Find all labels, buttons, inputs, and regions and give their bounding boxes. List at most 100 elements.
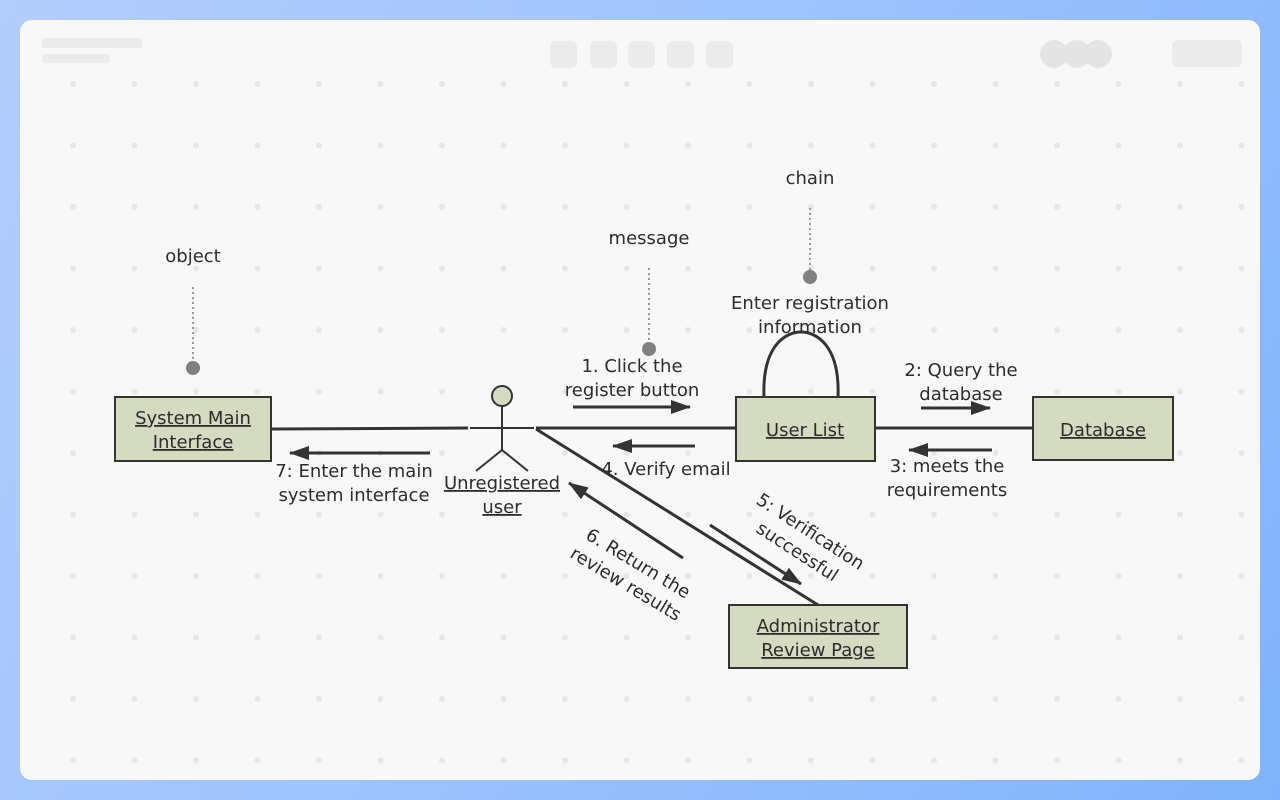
grid-dot (131, 327, 138, 333)
grid-dot (131, 142, 138, 149)
share-button[interactable] (1172, 40, 1242, 67)
grid-dot (377, 696, 384, 702)
grid-dot (1238, 511, 1245, 518)
grid-dot (685, 634, 691, 641)
grid-dot (1177, 696, 1183, 702)
grid-dot (131, 696, 138, 702)
grid-dot (623, 388, 630, 395)
grid-dot (808, 757, 814, 764)
grid-dot (1177, 511, 1183, 518)
grid-dot (316, 265, 322, 272)
grid-dot (562, 696, 568, 702)
grid-dot (500, 265, 507, 272)
annotation-chain: chain (786, 168, 835, 189)
grid-dot (1238, 634, 1245, 641)
grid-dot (1054, 81, 1060, 87)
grid-dot (623, 142, 630, 149)
grid-dot (1177, 81, 1183, 87)
grid-dot (70, 573, 76, 579)
grid-dot (1115, 696, 1122, 702)
grid-dot (746, 696, 753, 702)
toolbar-button[interactable] (550, 41, 577, 68)
avatar[interactable] (1084, 40, 1112, 68)
annotation-object: object (165, 246, 220, 267)
grid-dot (439, 511, 445, 518)
grid-dot (500, 511, 507, 518)
grid-dot (500, 142, 507, 149)
grid-dot (1054, 388, 1060, 395)
grid-dot (992, 142, 999, 149)
grid-dot (1054, 265, 1060, 272)
grid-dot (869, 573, 876, 579)
grid-dot (931, 388, 937, 395)
grid-dot (316, 696, 322, 702)
grid-dot (808, 81, 814, 87)
grid-dot (808, 142, 814, 149)
grid-dot (254, 757, 261, 764)
grid-dot (254, 634, 261, 641)
object-database[interactable]: Database (1032, 396, 1174, 461)
grid-dot (131, 388, 138, 395)
grid-dot (1177, 573, 1183, 579)
toolbar-button[interactable] (706, 41, 733, 68)
svg-text:Database: Database (1060, 420, 1146, 441)
grid-dot (193, 327, 199, 333)
grid-dot (562, 265, 568, 272)
grid-dot (623, 204, 630, 210)
grid-dot (254, 573, 261, 579)
grid-dot (193, 388, 199, 395)
grid-dot (439, 757, 445, 764)
object-user-list[interactable]: User List (735, 396, 876, 462)
grid-dot (623, 265, 630, 272)
grid-dot (377, 511, 384, 518)
grid-dot (131, 265, 138, 272)
grid-dot (131, 81, 138, 87)
grid-dot (1115, 265, 1122, 272)
grid-dot (439, 204, 445, 210)
actor-unregistered-user[interactable] (470, 385, 534, 472)
toolbar-button[interactable] (590, 41, 617, 68)
grid-dot (992, 634, 999, 641)
grid-dot (808, 511, 814, 518)
grid-dot (562, 142, 568, 149)
grid-dot (746, 327, 753, 333)
grid-dot (685, 327, 691, 333)
grid-dot (931, 142, 937, 149)
grid-dot (1177, 142, 1183, 149)
grid-dot (500, 81, 507, 87)
grid-dot (1054, 204, 1060, 210)
toolbar-button[interactable] (628, 41, 655, 68)
grid-dot (1054, 511, 1060, 518)
grid-dot (685, 757, 691, 764)
grid-dot (254, 388, 261, 395)
grid-dot (500, 327, 507, 333)
grid-dot (808, 573, 814, 579)
grid-dot (131, 204, 138, 210)
grid-dot (193, 757, 199, 764)
grid-dot (254, 327, 261, 333)
self-loop (762, 330, 840, 398)
grid-dot (931, 204, 937, 210)
grid-dot (70, 450, 76, 456)
grid-dot (70, 142, 76, 149)
grid-dot (439, 450, 445, 456)
grid-dot (1177, 450, 1183, 456)
grid-dot (193, 265, 199, 272)
grid-dot (131, 757, 138, 764)
grid-dot (992, 327, 999, 333)
toolbar-button[interactable] (667, 41, 694, 68)
grid-dot (1054, 696, 1060, 702)
grid-dot (992, 511, 999, 518)
grid-dot (70, 265, 76, 272)
grid-dot (1054, 573, 1060, 579)
grid-dot (931, 511, 937, 518)
grid-dot (377, 204, 384, 210)
grid-dot (500, 573, 507, 579)
arrow-message-6 (568, 481, 684, 560)
